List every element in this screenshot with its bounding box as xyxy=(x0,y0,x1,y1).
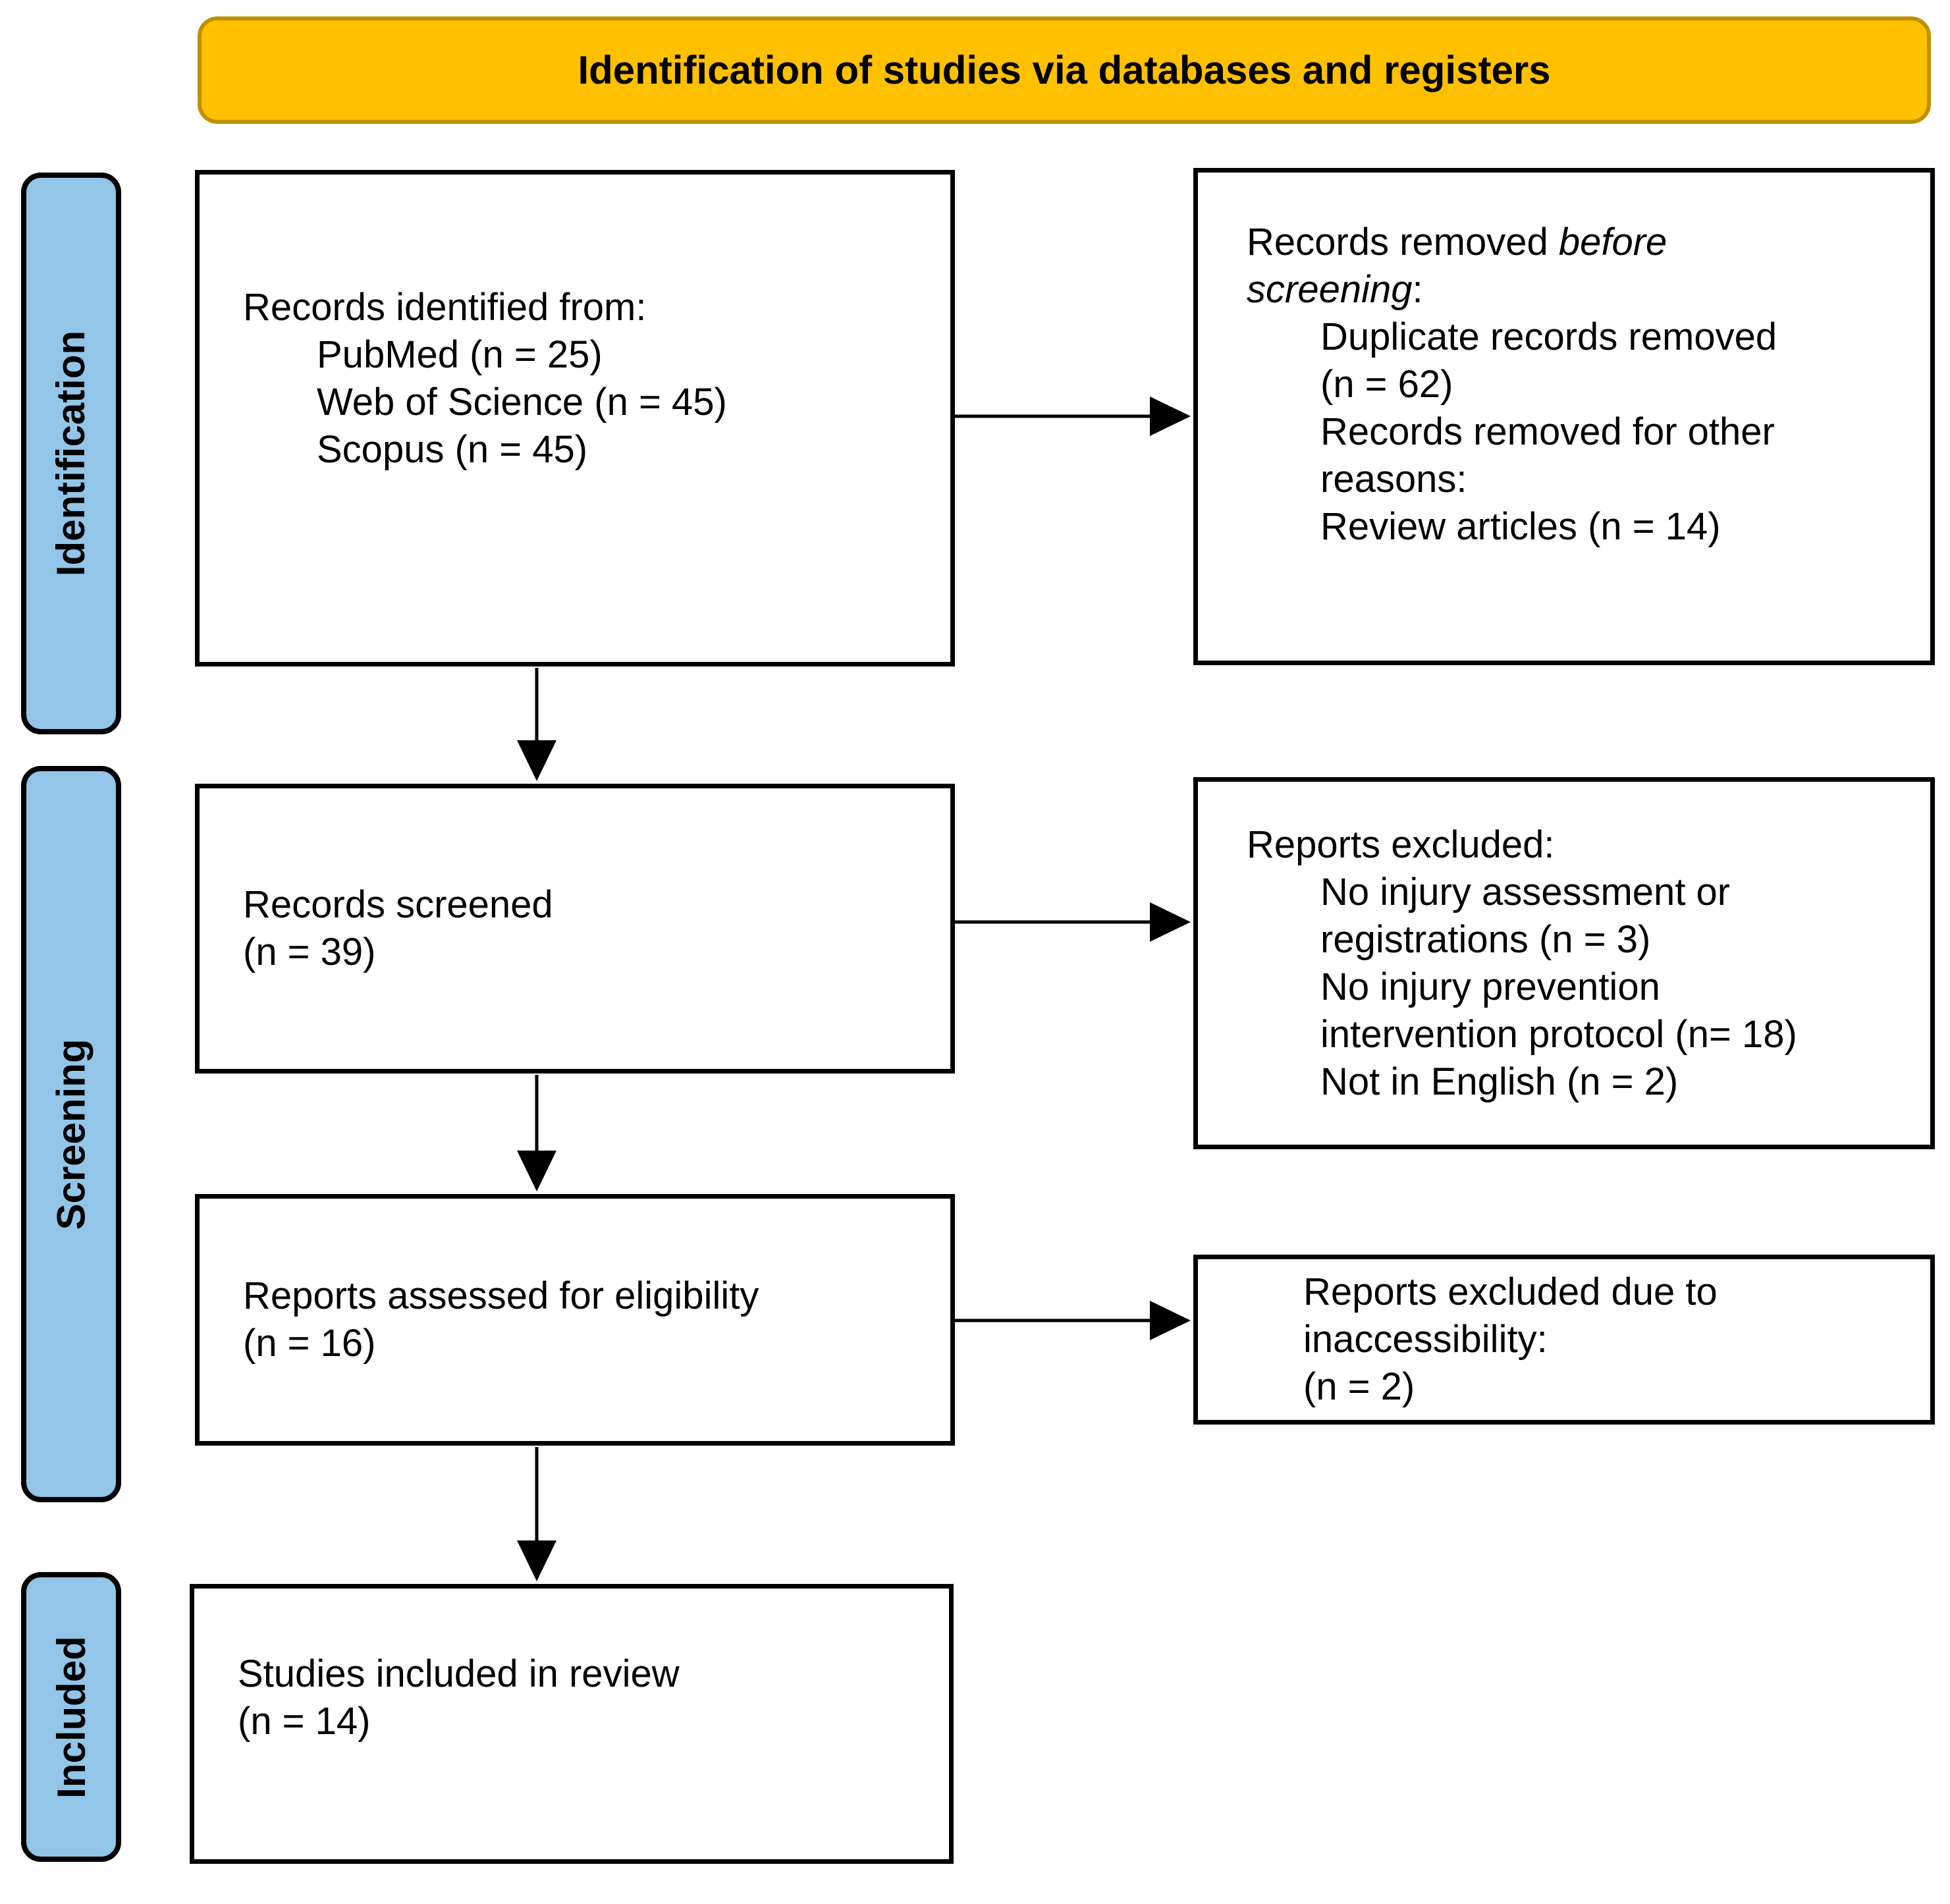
box-text: Studies included in review(n = 14) xyxy=(238,1650,936,1745)
flow-box-reports-assessed-for-eligibility: Reports assessed for eligibility (n = 16) xyxy=(195,1194,955,1446)
box-text-line: Web of Science (n = 45) xyxy=(317,381,727,423)
box-text-line: (n = 39) xyxy=(243,931,376,973)
box-text-line: Studies included in review xyxy=(238,1652,680,1695)
flow-box-records-removed-before-screening: Records removed before screening:Duplicat… xyxy=(1193,168,1935,665)
box-text-line: Scopus (n = 45) xyxy=(317,428,588,471)
flow-box-reports-excluded-inaccessibility: Reports excluded due to inaccessibility:(… xyxy=(1193,1255,1935,1425)
arrow-assessed-to-inaccessible xyxy=(955,1301,1191,1340)
box-text: Reports excluded due to inaccessibility:(… xyxy=(1303,1268,1917,1411)
banner-identification-via-databases: Identification of studies via databases … xyxy=(198,16,1931,124)
box-text: Reports assessed for eligibility (n = 16) xyxy=(243,1272,937,1367)
stage-label-screening: Screening xyxy=(21,766,121,1502)
box-text-line: inaccessibility: xyxy=(1303,1318,1548,1361)
flow-box-studies-included-in-review: Studies included in review(n = 14) xyxy=(190,1584,954,1864)
arrow-screened-to-assessed xyxy=(517,1075,556,1191)
arrow-identified-to-removed xyxy=(955,396,1191,436)
box-text-line: (n = 62) xyxy=(1320,363,1453,406)
box-text: Records identified from:PubMed (n = 25) W… xyxy=(243,284,937,474)
box-text-line: Records identified from: xyxy=(243,286,647,329)
box-text-line: (n = 16) xyxy=(243,1322,376,1365)
stage-label-identification: Identification xyxy=(21,173,121,734)
flow-box-records-identified: Records identified from:PubMed (n = 25) W… xyxy=(195,170,955,666)
box-text-line: Review articles (n = 14) xyxy=(1320,505,1721,548)
flow-box-reports-excluded: Reports excluded: No injury assessment or… xyxy=(1193,777,1935,1149)
box-text-line: Not in English (n = 2) xyxy=(1320,1060,1679,1103)
box-text-line: Records removed for other xyxy=(1320,410,1775,453)
stage-label-screening-text: Screening xyxy=(49,1038,94,1230)
stage-label-identification-text: Identification xyxy=(49,330,94,577)
box-text-line: Duplicate records removed xyxy=(1320,315,1777,358)
stage-label-included-text: Included xyxy=(49,1635,94,1799)
box-text-line: Records removed before xyxy=(1247,221,1667,263)
flow-box-records-screened: Records screened (n = 39) xyxy=(195,784,955,1074)
box-text-line: Reports assessed for eligibility xyxy=(243,1274,759,1317)
arrow-screened-to-excluded xyxy=(955,902,1191,942)
stage-label-included: Included xyxy=(21,1572,121,1862)
box-text-line: No injury assessment or xyxy=(1320,871,1731,913)
arrow-assessed-to-included xyxy=(517,1447,556,1581)
box-text-line: Reports excluded: xyxy=(1247,823,1555,866)
box-text-line: registrations (n = 3) xyxy=(1320,918,1651,961)
arrow-identified-to-screened xyxy=(517,668,556,781)
banner-title: Identification of studies via databases … xyxy=(578,48,1551,92)
box-text-line: reasons: xyxy=(1320,458,1467,501)
box-text-line: PubMed (n = 25) xyxy=(317,333,603,376)
box-text-line: Reports excluded due to xyxy=(1303,1270,1718,1313)
box-text-line: (n = 2) xyxy=(1303,1365,1415,1408)
box-text-line: No injury prevention xyxy=(1320,966,1660,1008)
box-text: Records removed before screening:Duplicat… xyxy=(1247,219,1917,551)
box-text-line: Records screened xyxy=(243,883,553,926)
box-text: Records screened (n = 39) xyxy=(243,881,937,976)
box-text-line: intervention protocol (n= 18) xyxy=(1320,1013,1797,1056)
box-text-line: (n = 14) xyxy=(238,1699,371,1743)
box-text-line: screening: xyxy=(1247,268,1423,311)
box-text: Reports excluded: No injury assessment or… xyxy=(1247,821,1917,1106)
